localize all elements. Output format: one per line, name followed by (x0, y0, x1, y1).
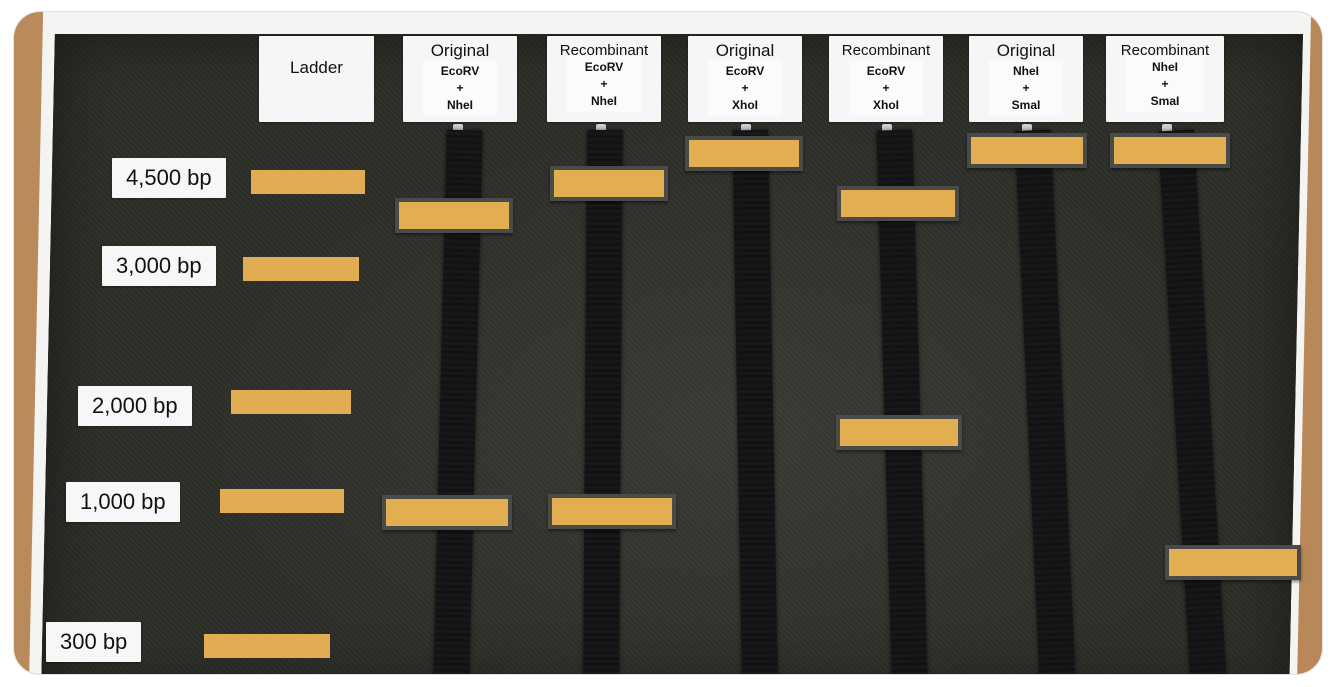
ladder-label-300: 300 bp (46, 622, 142, 662)
enzyme-2: XhoI (732, 98, 758, 112)
enzyme-1: NheI (1151, 60, 1178, 74)
enzyme-1: EcoRV (866, 64, 906, 78)
header-title: Recombinant (841, 42, 931, 59)
band-lane2-lower (548, 494, 676, 529)
enzyme-2: NheI (590, 94, 617, 108)
band-lane6-lower (1165, 545, 1301, 580)
plus-sign: + (600, 77, 608, 91)
peg (596, 124, 606, 132)
header-lane-2: Recombinant EcoRV + NheI (547, 36, 661, 122)
ladder-label-2000: 2,000 bp (78, 386, 192, 426)
enzyme-1: EcoRV (725, 64, 765, 78)
enzyme-slip: EcoRV + NheI (567, 56, 641, 112)
ladder-label-3000: 3,000 bp (102, 246, 216, 286)
enzyme-slip: NheI + SmaI (989, 60, 1063, 116)
enzyme-2: SmaI (1011, 98, 1041, 112)
ladder-band-3000 (243, 257, 359, 281)
enzyme-slip: NheI + SmaI (1126, 56, 1204, 112)
peg (1162, 124, 1172, 132)
header-lane-5: Original NheI + SmaI (969, 36, 1083, 122)
enzyme-2: NheI (446, 98, 473, 112)
ladder-label-4500: 4,500 bp (112, 158, 226, 198)
enzyme-1: EcoRV (440, 64, 480, 78)
band-lane6-upper (1110, 133, 1230, 168)
header-title: Recombinant (559, 42, 649, 59)
peg (741, 124, 751, 132)
band-lane3-upper (685, 136, 803, 171)
peg (1022, 124, 1032, 132)
header-title: Recombinant (1120, 42, 1210, 59)
peg (882, 124, 892, 132)
ladder-band-2000 (231, 390, 351, 414)
plus-sign: + (1022, 81, 1030, 95)
enzyme-2: XhoI (873, 98, 899, 112)
header-ladder: Ladder (259, 36, 374, 122)
peg (453, 124, 463, 132)
enzyme-2: SmaI (1150, 94, 1180, 108)
band-lane1-lower (382, 495, 512, 530)
plus-sign: + (456, 81, 464, 95)
header-lane-1: Original EcoRV + NheI (403, 36, 517, 122)
band-lane5-upper (967, 133, 1087, 168)
enzyme-slip: EcoRV + NheI (423, 60, 497, 116)
ladder-band-4500 (251, 170, 365, 194)
header-lane-6: Recombinant NheI + SmaI (1106, 36, 1224, 122)
plus-sign: + (1161, 77, 1169, 91)
ladder-label-1000: 1,000 bp (66, 482, 180, 522)
ladder-band-300 (204, 634, 330, 658)
ladder-band-1000 (220, 489, 344, 513)
band-lane2-upper (550, 166, 668, 201)
band-lane4-lower (836, 415, 962, 450)
header-title: Original (715, 41, 775, 60)
lane-strip-2 (583, 129, 623, 674)
header-title: Original (996, 41, 1056, 60)
plus-sign: + (741, 81, 749, 95)
plus-sign: + (882, 81, 890, 95)
band-lane1-upper (395, 198, 513, 233)
header-lane-3: Original EcoRV + XhoI (688, 36, 802, 122)
gel-board (41, 34, 1303, 674)
band-lane4-upper (837, 186, 959, 221)
enzyme-slip: EcoRV + XhoI (708, 60, 782, 116)
header-lane-4: Recombinant EcoRV + XhoI (829, 36, 943, 122)
enzyme-slip: EcoRV + XhoI (849, 60, 923, 116)
photo-frame: Ladder Original EcoRV + NheI Recombinant… (14, 12, 1322, 674)
header-title: Ladder (290, 58, 343, 77)
header-title: Original (430, 41, 490, 60)
enzyme-1: NheI (1012, 64, 1039, 78)
enzyme-1: EcoRV (584, 60, 624, 74)
